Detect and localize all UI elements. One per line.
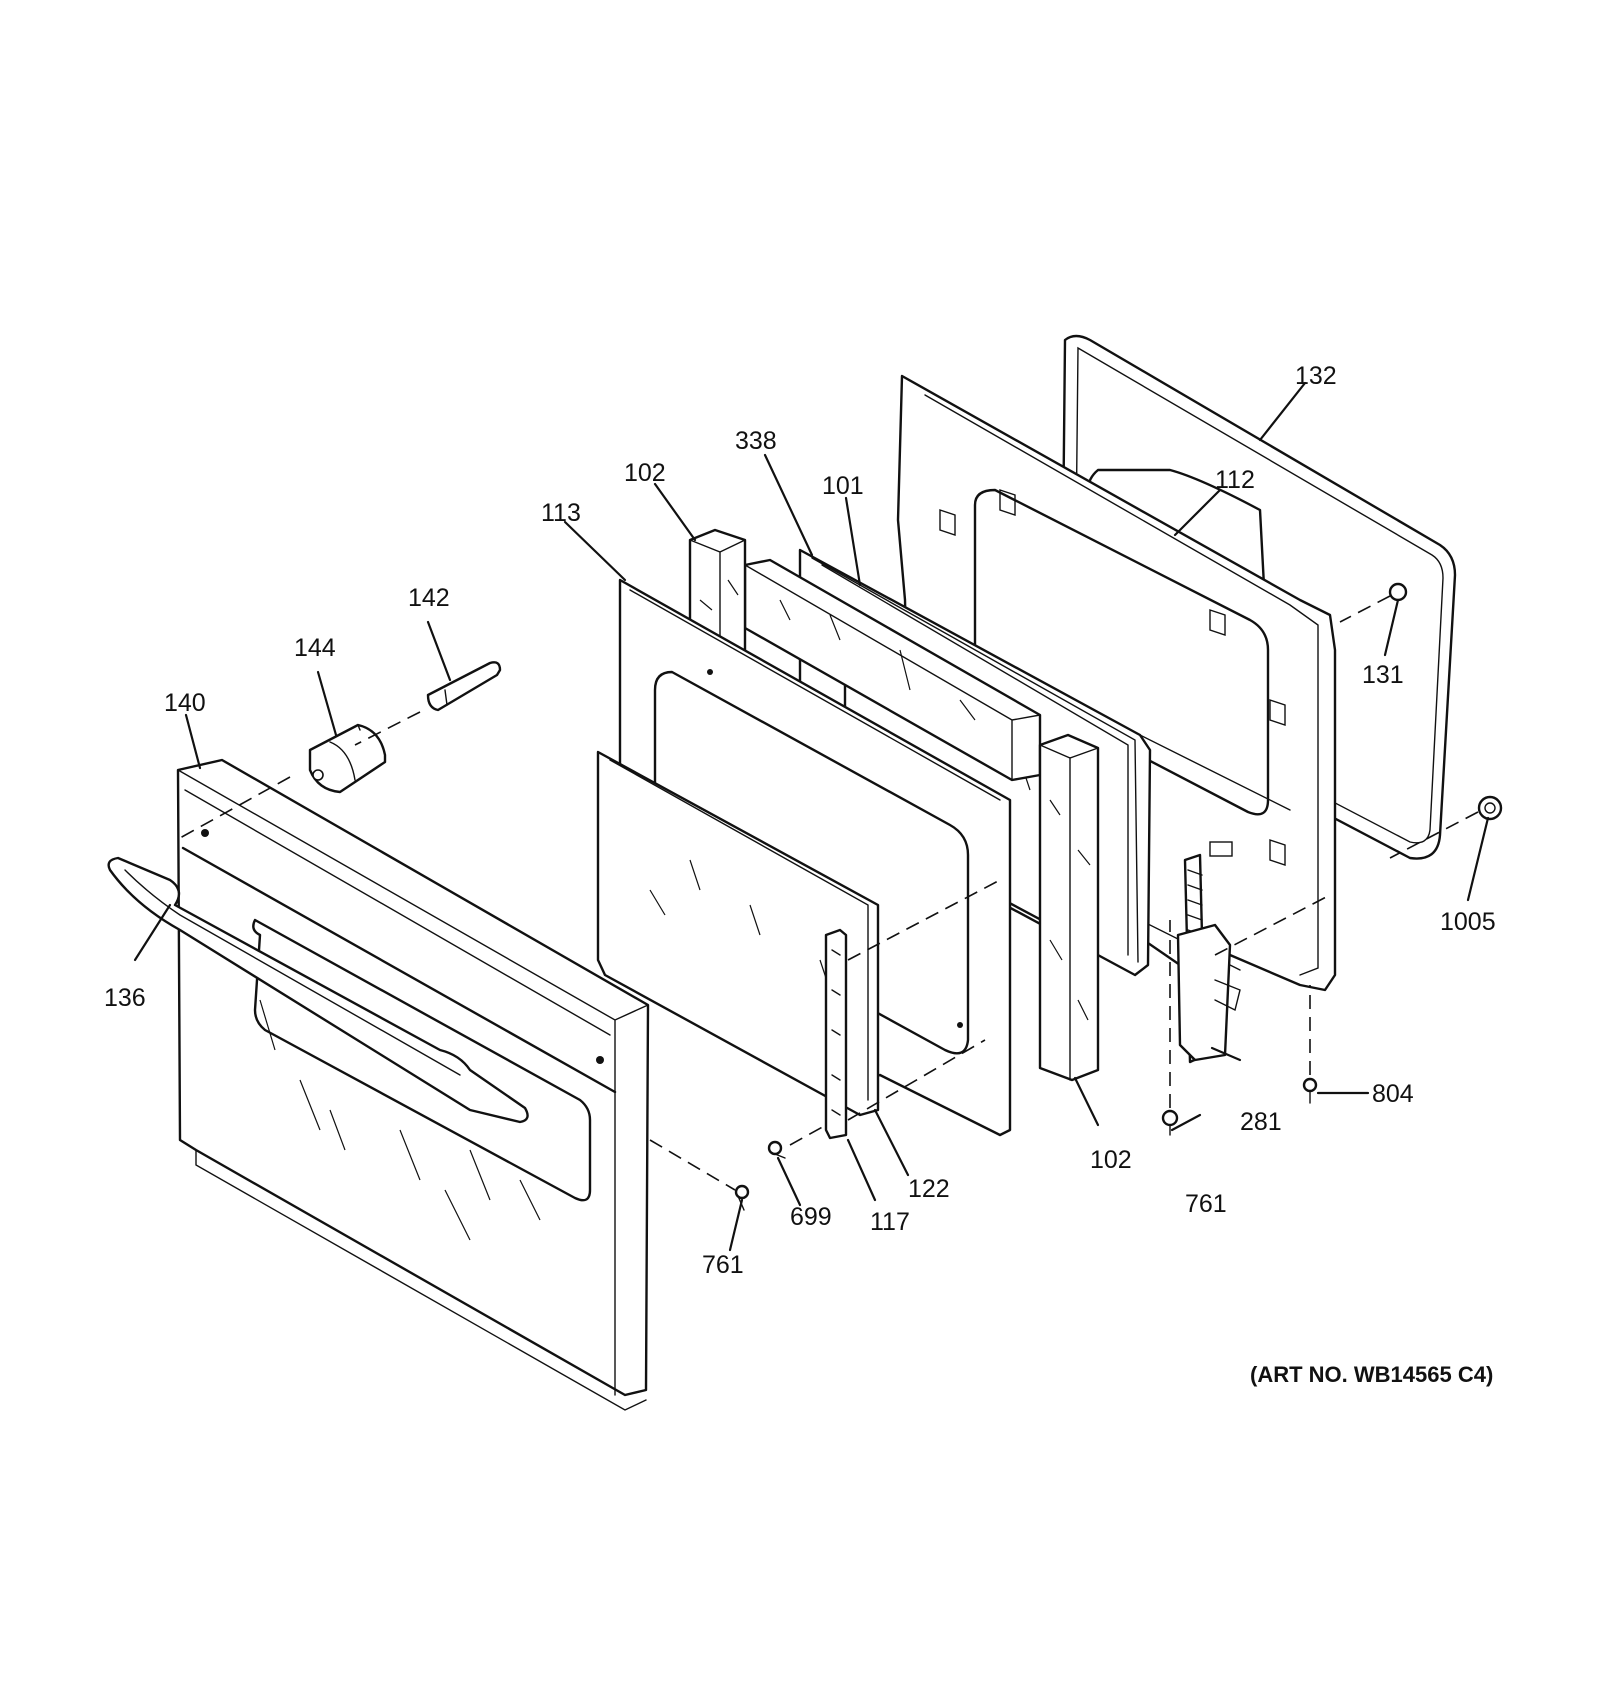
- part-122-inner-glass[interactable]: [596, 750, 880, 1117]
- part-102-insulation-bottom[interactable]: [1038, 733, 1100, 1082]
- art-number: (ART NO. WB14565 C4): [1250, 1362, 1493, 1387]
- callout-761-left: 761: [702, 1251, 744, 1279]
- callout-131: 131: [1362, 661, 1404, 689]
- callout-1005: 1005: [1440, 908, 1496, 936]
- part-761-screw-right[interactable]: [1161, 1109, 1179, 1136]
- part-117-channel[interactable]: [824, 928, 848, 1140]
- part-699-screw[interactable]: [767, 1140, 786, 1159]
- callout-102-bottom: 102: [1090, 1146, 1132, 1174]
- assembly-lines: [179, 595, 1479, 1191]
- leader-lines: [133, 381, 1490, 1252]
- callout-labels: 132 112 338 101 102 113 142 144 140 136 …: [104, 362, 1496, 1279]
- callout-144: 144: [294, 634, 336, 662]
- callout-102-top: 102: [624, 459, 666, 487]
- part-140-outer-door[interactable]: [176, 758, 650, 1411]
- callout-122: 122: [908, 1175, 950, 1203]
- part-144-spacer[interactable]: [308, 723, 387, 794]
- part-136-door-handle[interactable]: [107, 856, 529, 1124]
- callout-132: 132: [1295, 362, 1337, 390]
- part-131-plug[interactable]: [1388, 582, 1408, 602]
- callout-117: 117: [870, 1208, 910, 1236]
- part-281-hinge[interactable]: [1176, 853, 1241, 1064]
- callout-142: 142: [408, 584, 450, 612]
- callout-136: 136: [104, 984, 146, 1012]
- part-761-screw-left[interactable]: [734, 1184, 750, 1211]
- callout-804: 804: [1372, 1080, 1414, 1108]
- part-1005-screw[interactable]: [1477, 795, 1503, 821]
- callout-338: 338: [735, 427, 777, 455]
- callout-112: 112: [1215, 466, 1255, 494]
- callout-281: 281: [1240, 1108, 1282, 1136]
- part-804-screw[interactable]: [1302, 1077, 1318, 1104]
- callout-699: 699: [790, 1203, 832, 1231]
- callout-140: 140: [164, 689, 206, 717]
- callout-761-right: 761: [1185, 1190, 1227, 1218]
- callout-101: 101: [822, 472, 864, 500]
- part-142-rod[interactable]: [426, 661, 502, 712]
- callout-113: 113: [541, 499, 581, 527]
